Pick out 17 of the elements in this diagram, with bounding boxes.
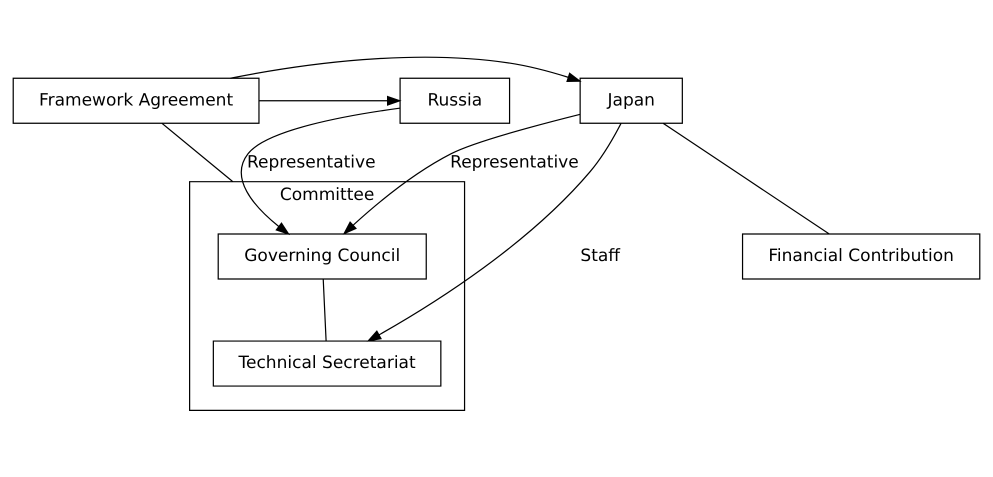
arrow bbox=[342, 114, 580, 235]
node-box: Financial Contribution bbox=[742, 233, 980, 280]
node-box: Russia bbox=[399, 78, 510, 124]
connector bbox=[322, 279, 327, 342]
edge-label: Representative bbox=[450, 152, 579, 172]
arrow bbox=[240, 108, 400, 236]
arrow bbox=[366, 123, 622, 342]
arrow bbox=[259, 96, 402, 106]
edge-label: Staff bbox=[580, 246, 620, 266]
arrow bbox=[230, 56, 582, 82]
node-box: Technical Secretariat bbox=[212, 340, 442, 387]
connector bbox=[662, 122, 830, 234]
node-box: Governing Council bbox=[218, 233, 427, 280]
edge-label: Representative bbox=[246, 152, 376, 172]
connector bbox=[162, 122, 234, 182]
node-box: Framework Agreement bbox=[12, 78, 260, 124]
node-box: Japan bbox=[580, 78, 683, 124]
